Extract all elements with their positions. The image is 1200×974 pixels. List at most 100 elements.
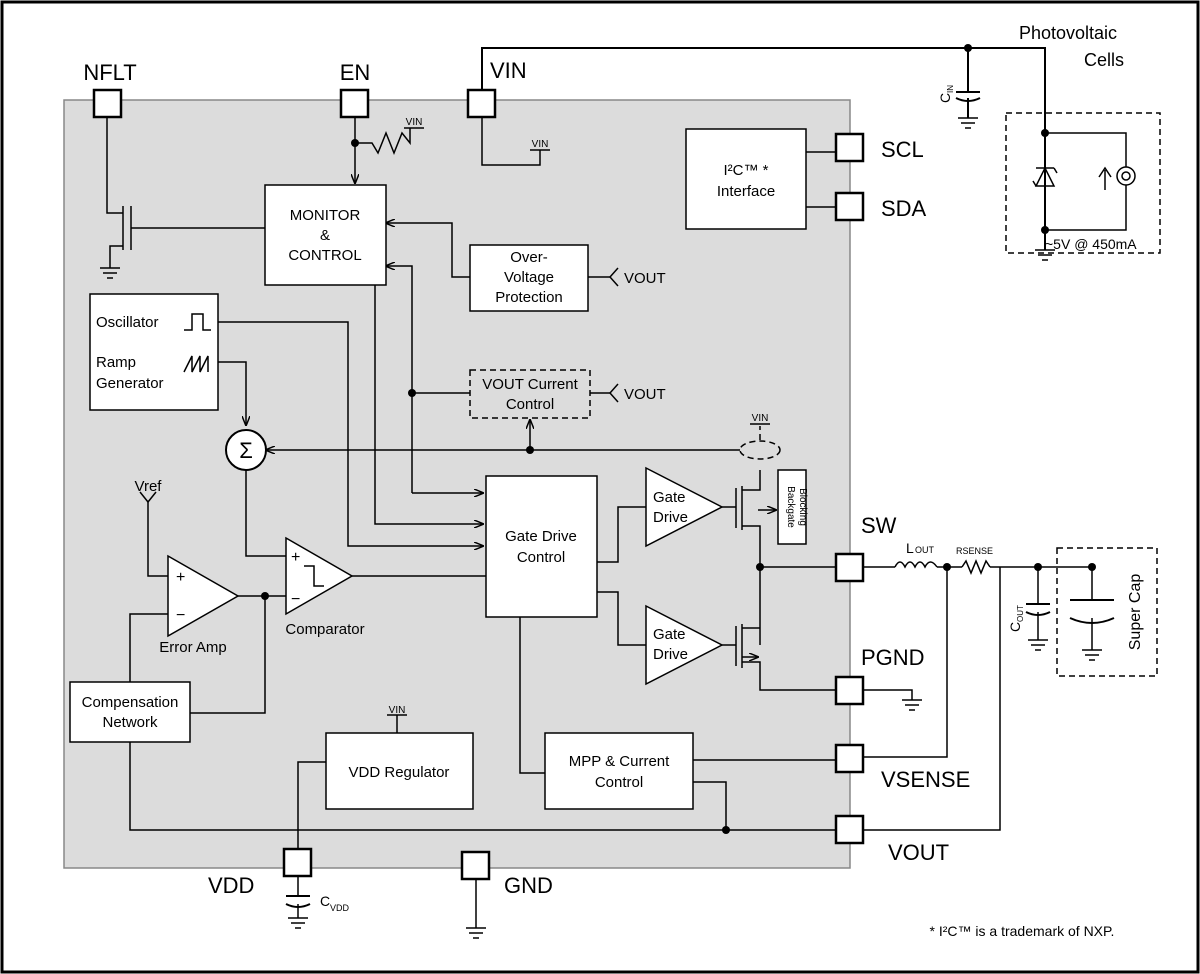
- square-wave-icon: [184, 313, 211, 331]
- ramp-label-1: Ramp: [96, 354, 136, 371]
- pin-sw-label: SW: [861, 513, 897, 538]
- pin-gnd: [460, 850, 491, 881]
- vout-ref-current: VOUT: [624, 386, 666, 403]
- lout-label: L OUT: [906, 540, 935, 556]
- ovp-label-2: Voltage: [504, 269, 554, 286]
- hysteresis-icon: [304, 565, 324, 587]
- gate-drive-high: Gate Drive: [645, 466, 724, 548]
- ovp-label-1: Over-: [510, 249, 548, 266]
- pin-nflt: [92, 88, 123, 119]
- gate-drive-control-block: Gate Drive Control: [485, 475, 598, 618]
- gdc-label-1: Gate Drive: [505, 528, 577, 545]
- compensation-label-2: Network: [102, 714, 158, 731]
- error-amp-label: Error Amp: [159, 639, 227, 656]
- sigma-symbol: Σ: [239, 438, 253, 463]
- trademark-footnote: * I²C™ is a trademark of NXP.: [930, 923, 1115, 939]
- vout-refs: VOUT VOUT: [609, 267, 666, 403]
- pin-vsense-label: VSENSE: [881, 767, 970, 792]
- comparator: + − Comparator: [285, 536, 365, 638]
- vout-current-block: VOUT Current Control: [469, 369, 591, 419]
- pin-pgnd: [834, 675, 865, 706]
- error-amp: + − Error Amp: [159, 554, 240, 656]
- pin-vsense: [834, 743, 865, 774]
- mpp-label-1: MPP & Current: [569, 753, 670, 770]
- pin-vin-label: VIN: [490, 58, 527, 83]
- ground-icon: [100, 267, 120, 279]
- error-amp-plus: +: [176, 569, 185, 586]
- super-cap-icon: [1069, 599, 1115, 624]
- vin-ref-internal: VIN: [532, 139, 549, 150]
- vdd-regulator-block: VDD Regulator: [325, 732, 474, 810]
- pv-spec: ~5V @ 450mA: [1045, 236, 1137, 252]
- cin-sub: IN: [946, 85, 955, 93]
- ground-icon: [466, 927, 486, 939]
- capacitor-icon: [955, 91, 981, 102]
- comparator-label: Comparator: [285, 621, 364, 638]
- oscillator-block: Oscillator Ramp Generator: [89, 293, 219, 411]
- cvdd-sub: VDD: [330, 903, 350, 913]
- ground-icon: [958, 117, 978, 129]
- resistor-icon: [961, 559, 991, 575]
- capacitor-icon: [285, 895, 311, 908]
- lout-main: L: [906, 540, 914, 556]
- pins: NFLT EN VIN SCL SDA SW PGND VSENSE VOUT …: [83, 58, 970, 898]
- pv-title-2: Cells: [1084, 50, 1124, 70]
- compensation-label-1: Compensation: [82, 694, 179, 711]
- capacitors: [285, 91, 1115, 908]
- pv-cells-box: [1005, 112, 1161, 254]
- pin-en: [339, 88, 370, 119]
- ground-icon: [902, 699, 922, 711]
- pin-sda: [834, 191, 865, 222]
- mpp-label-2: Control: [595, 774, 643, 791]
- monitor-label-3: CONTROL: [288, 247, 361, 264]
- vin-refs: VIN VIN VIN VIN: [387, 117, 770, 716]
- monitor-block: MONITOR & CONTROL: [264, 184, 387, 286]
- cvdd-label: C VDD: [320, 893, 350, 913]
- error-amp-minus: −: [176, 607, 185, 624]
- ground-icon: [1035, 249, 1055, 261]
- pin-vdd-label: VDD: [208, 873, 254, 898]
- pin-en-label: EN: [340, 60, 371, 85]
- pin-vout: [834, 814, 865, 845]
- gate-drive-high-label-2: Drive: [653, 509, 688, 526]
- sigma-junction: Σ: [225, 429, 267, 471]
- vin-ref-vdd: VIN: [389, 705, 406, 716]
- ovp-label-3: Protection: [495, 289, 563, 306]
- pv-title-1: Photovoltaic: [1019, 23, 1117, 43]
- cout-sub: OUT: [1016, 605, 1025, 622]
- gate-drive-low-label-2: Drive: [653, 646, 688, 663]
- vdd-regulator-label: VDD Regulator: [349, 764, 450, 781]
- backgate-label-2: Blocking: [797, 488, 808, 526]
- pin-vout-label: VOUT: [888, 840, 949, 865]
- ground-symbols: [100, 117, 1102, 939]
- cvdd-main: C: [320, 893, 330, 909]
- vout-current-label-2: Control: [506, 396, 554, 413]
- gate-drive-low: Gate Drive: [645, 604, 724, 686]
- ramp-label-2: Generator: [96, 375, 164, 392]
- vin-ref-sense: VIN: [752, 413, 769, 424]
- pin-nflt-label: NFLT: [83, 60, 136, 85]
- cout-label: C OUT: [1007, 605, 1025, 632]
- zener-diode-icon: [1032, 166, 1058, 187]
- ground-icon: [288, 917, 308, 929]
- pin-sw: [834, 552, 865, 583]
- monitor-label-1: MONITOR: [290, 207, 361, 224]
- i2c-label-1: I²C™ *: [724, 162, 769, 179]
- wires: [106, 44, 1127, 928]
- cin-label: C IN: [937, 85, 955, 103]
- capacitor-icon: [1025, 603, 1051, 616]
- ovp-block: Over- Voltage Protection: [469, 244, 589, 312]
- pin-pgnd-label: PGND: [861, 645, 925, 670]
- lout-sub: OUT: [915, 545, 935, 555]
- gdc-label-2: Control: [517, 549, 565, 566]
- pin-scl-label: SCL: [881, 137, 924, 162]
- cin-main: C: [937, 93, 953, 103]
- rsense-label: RSENSE: [956, 546, 993, 556]
- mpp-block: MPP & Current Control: [544, 732, 694, 810]
- vout-ref-ovp: VOUT: [624, 270, 666, 287]
- sawtooth-wave-icon: [183, 355, 209, 373]
- vref-label: Vref: [135, 478, 163, 495]
- comparator-plus: +: [291, 549, 300, 566]
